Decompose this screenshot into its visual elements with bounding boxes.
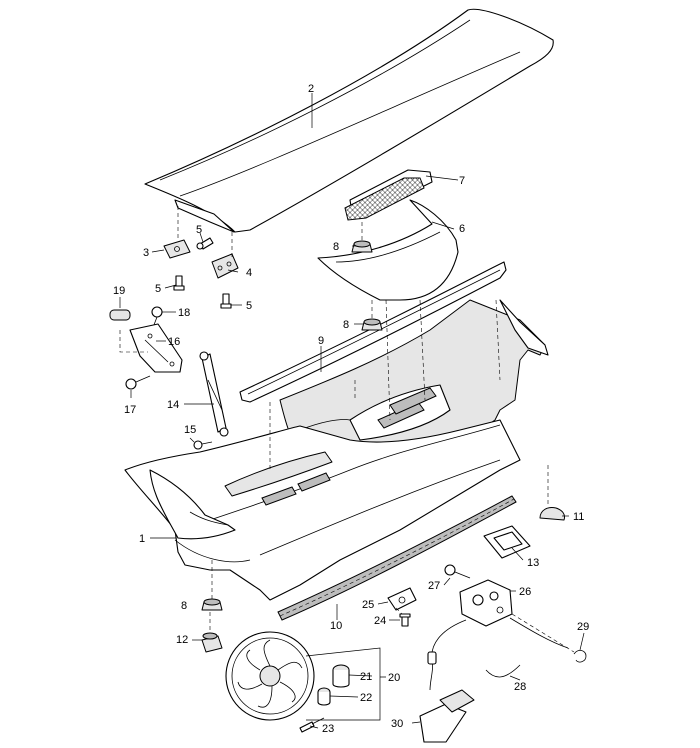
callout-27: 27 [428,580,440,592]
callout-18: 18 [178,307,190,319]
bolt-5-upper [196,237,214,250]
callout-5-middle: 5 [155,283,161,295]
callout-23: 23 [322,723,334,735]
callout-13: 13 [527,557,539,569]
clip-29 [573,650,587,663]
grommet-13 [483,525,531,559]
callout-2: 2 [308,83,314,95]
bolt-5-lower [220,293,232,309]
bolt-27 [444,564,471,579]
callout-8-upper: 8 [333,241,339,253]
assembly-lines [119,206,575,653]
callout-10: 10 [330,620,342,632]
clip-25 [387,587,417,611]
callout-11: 11 [573,511,584,523]
callout-20: 20 [388,672,400,684]
air-intake-grille [344,169,433,221]
cable-28 [427,617,569,691]
fan-assembly [225,631,315,721]
callout-4: 4 [246,267,252,279]
callout-30: 30 [391,718,403,730]
lock-26 [459,579,513,627]
callout-22: 22 [360,692,372,704]
callout-14: 14 [167,399,179,411]
callout-5-lower: 5 [246,300,252,312]
callout-7: 7 [459,175,465,187]
rubber-buffer-8-b [361,318,383,331]
callout-8-lower: 8 [181,600,187,612]
callout-28: 28 [514,681,526,693]
fan-part-22 [317,687,331,706]
gas-strut-14 [199,351,229,437]
plug-11 [539,507,565,521]
rubber-buffer-8-c [201,598,223,611]
rear-lid [124,419,521,601]
hinge-part-3 [163,239,191,259]
leader-lines [119,93,585,729]
callout-19: 19 [113,285,125,297]
callout-1: 1 [139,533,145,545]
callout-17: 17 [124,404,136,416]
lid-seal-strip [277,495,517,621]
bolt-15 [193,440,213,450]
bolt-5-middle [173,275,185,291]
callout-16: 16 [168,336,180,348]
callout-21: 21 [360,671,372,683]
callout-29: 29 [577,621,589,633]
callout-3: 3 [143,247,149,259]
callout-labels: 1 2 3 4 5 5 5 6 7 8 8 8 9 10 11 12 13 14… [113,83,589,735]
fan-screw-23 [299,717,325,733]
callout-25: 25 [362,599,374,611]
bracket-16 [129,323,183,373]
spoiler-lip-strip [239,261,507,403]
screw-24 [399,613,411,627]
callout-5-upper: 5 [196,224,202,236]
rubber-buffer-8 [351,240,373,253]
bumper-12 [201,632,223,653]
hinge-part-4 [211,253,239,279]
callout-26: 26 [519,586,531,598]
grille-frame [317,199,459,301]
callout-24: 24 [374,615,386,627]
bolt-17 [125,375,151,390]
callout-15: 15 [184,424,196,436]
clip-19 [109,309,131,321]
callout-9: 9 [318,335,324,347]
callout-12: 12 [176,634,188,646]
fan-part-21 [332,664,350,688]
actuator-30 [419,689,475,743]
callout-6: 6 [459,223,465,235]
callout-8-middle: 8 [343,319,349,331]
rear-spoiler-blade [144,8,554,233]
